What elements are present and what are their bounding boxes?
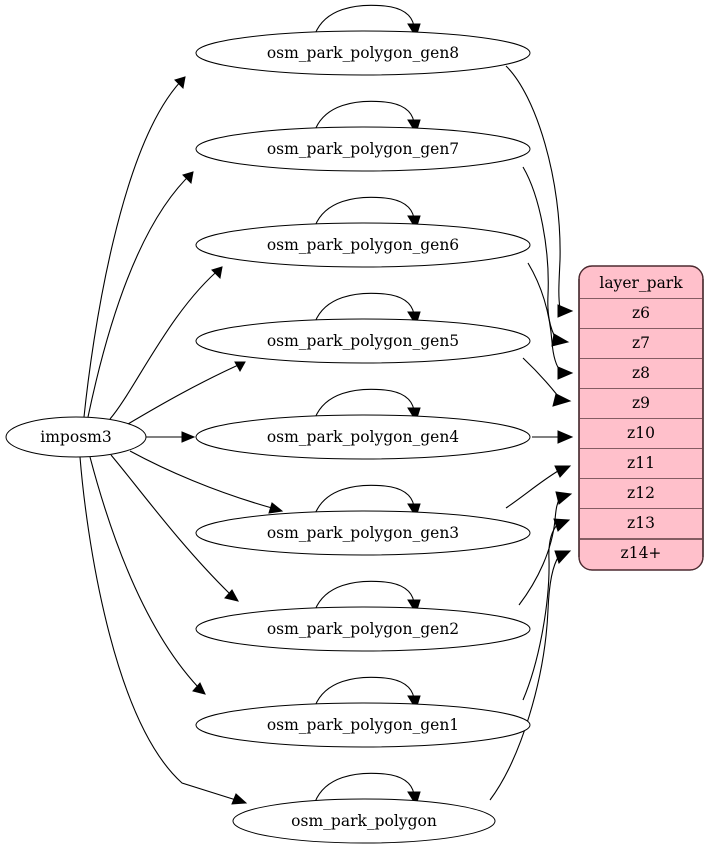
self-loop-gen4 xyxy=(314,388,421,423)
node-label-osm_park_polygon_gen5: osm_park_polygon_gen5 xyxy=(267,332,459,350)
table-row-z7-bg xyxy=(580,329,702,359)
edge-imposm3-to-osm_park_polygon xyxy=(79,456,248,805)
table-row-z13-bg xyxy=(580,509,702,539)
edge-imposm3-to-gen7 xyxy=(87,171,194,418)
node-label-osm_park_polygon_gen6: osm_park_polygon_gen6 xyxy=(267,236,459,254)
node-label-osm_park_polygon_gen2: osm_park_polygon_gen2 xyxy=(267,620,459,638)
node-osm_park_polygon_gen7[interactable]: osm_park_polygon_gen7 xyxy=(195,126,531,172)
table-row-z6[interactable]: z6 xyxy=(580,299,702,330)
table-row-z10-label: z10 xyxy=(627,424,655,442)
edge-imposm3-to-gen5 xyxy=(127,361,246,425)
table-row-z14plus-label: z14+ xyxy=(621,544,662,562)
node-imposm3[interactable]: imposm3 xyxy=(5,416,147,458)
node-label-osm_park_polygon_gen7: osm_park_polygon_gen7 xyxy=(267,140,459,158)
node-label-imposm3: imposm3 xyxy=(40,428,111,446)
edge-gen6-to-z8 xyxy=(527,262,574,380)
table-row-z9-label: z9 xyxy=(632,394,650,412)
table-row-z9[interactable]: z9 xyxy=(580,389,702,420)
edge-gen2-to-z12 xyxy=(518,491,573,606)
edge-imposm3-to-gen6 xyxy=(109,266,223,420)
table-row-z6-label: z6 xyxy=(632,304,650,322)
table-row-z8-bg xyxy=(580,359,702,389)
edge-group-imposm3-to-nodes xyxy=(79,76,284,805)
table-row-z12-label: z12 xyxy=(627,484,655,502)
edge-gen4-to-z10 xyxy=(532,430,574,444)
table-header-label: layer_park xyxy=(599,274,683,292)
self-loop-group xyxy=(314,4,421,807)
table-row-z11[interactable]: z11 xyxy=(580,449,702,480)
edge-imposm3-to-gen2 xyxy=(110,454,239,602)
node-osm_park_polygon_gen5[interactable]: osm_park_polygon_gen5 xyxy=(195,318,531,364)
table-row-z12[interactable]: z12 xyxy=(580,479,702,510)
table-row-z9-bg xyxy=(580,389,702,419)
table-row-z7-label: z7 xyxy=(632,334,650,352)
node-label-osm_park_polygon_gen1: osm_park_polygon_gen1 xyxy=(267,716,459,734)
edge-imposm3-to-gen1 xyxy=(89,456,206,695)
table-row-z11-label: z11 xyxy=(627,454,655,472)
node-label-osm_park_polygon_gen8: osm_park_polygon_gen8 xyxy=(267,44,459,62)
node-osm_park_polygon_gen4[interactable]: osm_park_polygon_gen4 xyxy=(195,414,531,460)
edge-group-nodes-to-table xyxy=(489,65,574,801)
node-osm_park_polygon_gen6[interactable]: osm_park_polygon_gen6 xyxy=(195,222,531,268)
node-label-osm_park_polygon_gen4: osm_park_polygon_gen4 xyxy=(267,428,459,446)
edge-gen3-to-z11 xyxy=(505,465,572,509)
edge-osm_park_polygon-to-z14 xyxy=(489,550,572,801)
table-row-z13[interactable]: z13 xyxy=(580,509,702,540)
table-row-z8-label: z8 xyxy=(632,364,650,382)
table-row-z6-bg xyxy=(580,299,702,329)
edge-gen5-to-z9 xyxy=(522,357,572,407)
node-osm_park_polygon_gen2[interactable]: osm_park_polygon_gen2 xyxy=(195,606,531,652)
edge-imposm3-to-gen3 xyxy=(129,450,284,514)
edge-gen7-to-z7 xyxy=(522,166,570,347)
node-label-osm_park_polygon: osm_park_polygon xyxy=(291,812,437,830)
node-osm_park_polygon_gen8[interactable]: osm_park_polygon_gen8 xyxy=(195,30,531,76)
node-label-osm_park_polygon_gen3: osm_park_polygon_gen3 xyxy=(267,524,459,542)
table-row-z12-bg xyxy=(580,479,702,509)
table-row-z14plus[interactable]: z14+ xyxy=(621,544,662,562)
edge-gen8-to-z6 xyxy=(505,65,574,318)
node-osm_park_polygon[interactable]: osm_park_polygon xyxy=(232,798,496,844)
table-row-z13-label: z13 xyxy=(627,514,655,532)
node-osm_park_polygon_gen3[interactable]: osm_park_polygon_gen3 xyxy=(195,510,531,556)
table-layer_park[interactable]: layer_park z6 z7 z8 xyxy=(578,265,704,571)
edge-gen1-to-z13 xyxy=(522,518,571,701)
table-row-z10-bg xyxy=(580,419,702,449)
table-row-z10[interactable]: z10 xyxy=(580,419,702,450)
table-row-z8[interactable]: z8 xyxy=(580,359,702,390)
table-row-z11-bg xyxy=(580,449,702,479)
edge-imposm3-to-gen4 xyxy=(146,431,196,443)
table-row-z7[interactable]: z7 xyxy=(580,329,702,360)
node-osm_park_polygon_gen1[interactable]: osm_park_polygon_gen1 xyxy=(195,702,531,748)
edge-imposm3-to-gen8 xyxy=(83,76,186,418)
